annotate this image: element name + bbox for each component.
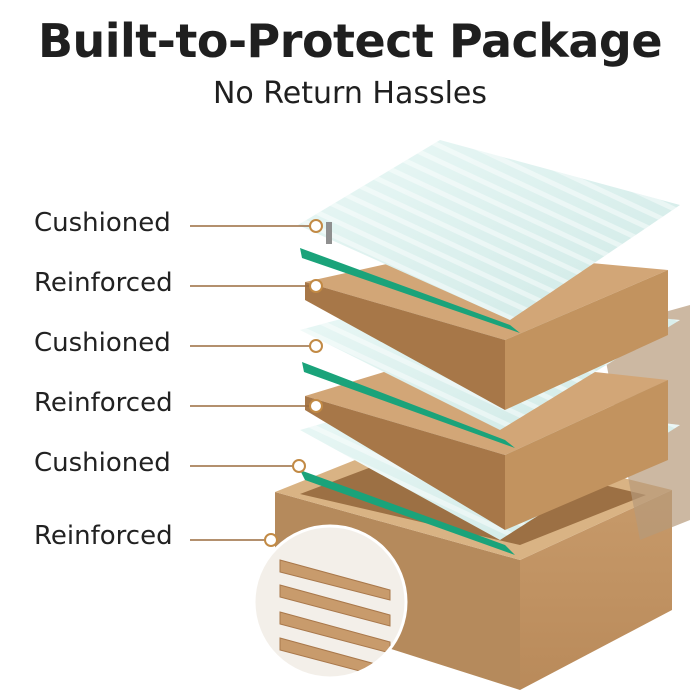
layer-label-2: Reinforced bbox=[34, 268, 173, 298]
leader-lines bbox=[190, 225, 310, 541]
layer-label-6: Reinforced bbox=[34, 521, 173, 551]
layer-label-3: Cushioned bbox=[34, 328, 171, 358]
mailer-1 bbox=[298, 140, 680, 333]
layer-label-4: Reinforced bbox=[34, 388, 173, 418]
layer-label-5: Cushioned bbox=[34, 448, 171, 478]
page-title: Built-to-Protect Package bbox=[37, 14, 663, 68]
leader-dots bbox=[264, 219, 323, 547]
corrugation-detail-circle bbox=[252, 524, 408, 680]
page-subtitle: No Return Hassles bbox=[212, 76, 488, 111]
layer-label-1: Cushioned bbox=[34, 208, 171, 238]
